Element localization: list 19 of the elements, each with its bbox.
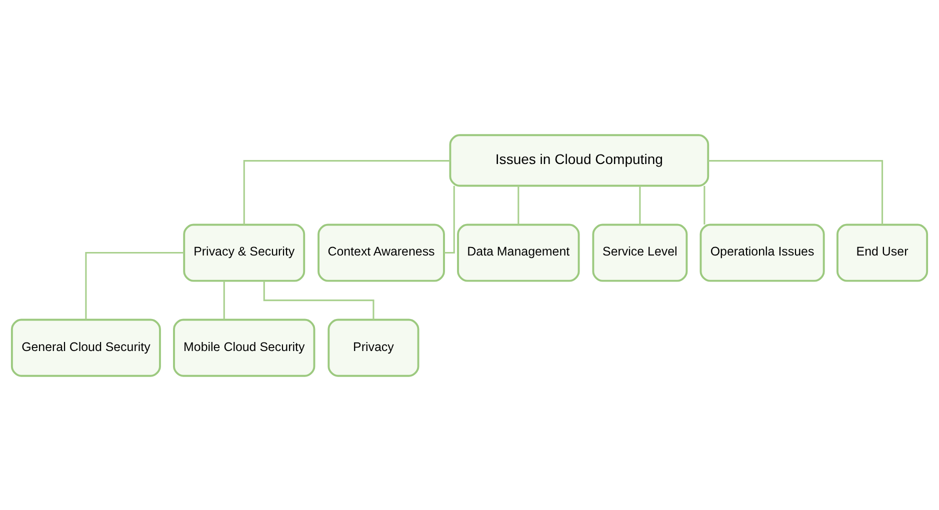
node-box: Data Management <box>457 223 580 282</box>
connector <box>223 280 225 320</box>
node-box: End User <box>836 223 928 282</box>
connector <box>444 185 455 254</box>
connector <box>704 185 706 224</box>
node-box: Issues in Cloud Computing <box>449 134 710 186</box>
node-box: Privacy & Security <box>183 223 306 282</box>
connector <box>85 252 184 320</box>
connector <box>263 280 374 320</box>
connector <box>639 185 641 224</box>
connector <box>518 185 520 224</box>
node-box: Privacy <box>328 318 420 376</box>
connector <box>708 160 884 224</box>
node-box: General Cloud Security <box>10 318 161 376</box>
node-box: Context Awareness <box>318 223 445 282</box>
node-box: Mobile Cloud Security <box>173 318 316 376</box>
node-box: Service Level <box>592 223 688 282</box>
node-box: Operationla Issues <box>700 223 825 282</box>
connector <box>243 160 450 224</box>
